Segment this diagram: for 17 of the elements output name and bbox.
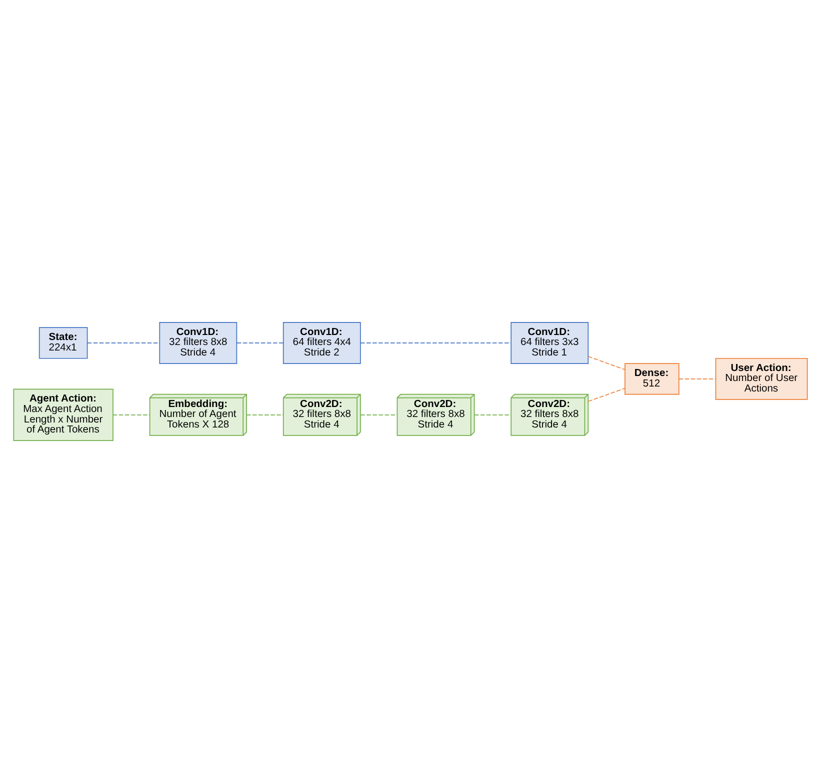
node-box: Agent Action: Max Agent Action Length x Number of Agent Tokens xyxy=(13,388,114,441)
connector xyxy=(236,342,284,344)
connector xyxy=(86,342,160,344)
connector xyxy=(588,388,626,402)
connector xyxy=(588,356,626,370)
connector xyxy=(678,378,716,380)
connector xyxy=(246,414,284,416)
connector xyxy=(474,414,512,416)
node-box: User Action: Number of User Actions xyxy=(715,358,808,400)
node-box: State: 224x1 xyxy=(38,327,88,359)
connector xyxy=(360,342,512,344)
connector xyxy=(112,414,150,416)
node-box: Conv1D: 32 filters 8x8 Stride 4 xyxy=(159,322,238,364)
node-box: Dense: 512 xyxy=(624,363,680,395)
connector xyxy=(360,414,398,416)
node-box: Conv1D: 64 filters 3x3 Stride 1 xyxy=(510,322,589,364)
node-box: Conv1D: 64 filters 4x4 Stride 2 xyxy=(282,322,361,364)
